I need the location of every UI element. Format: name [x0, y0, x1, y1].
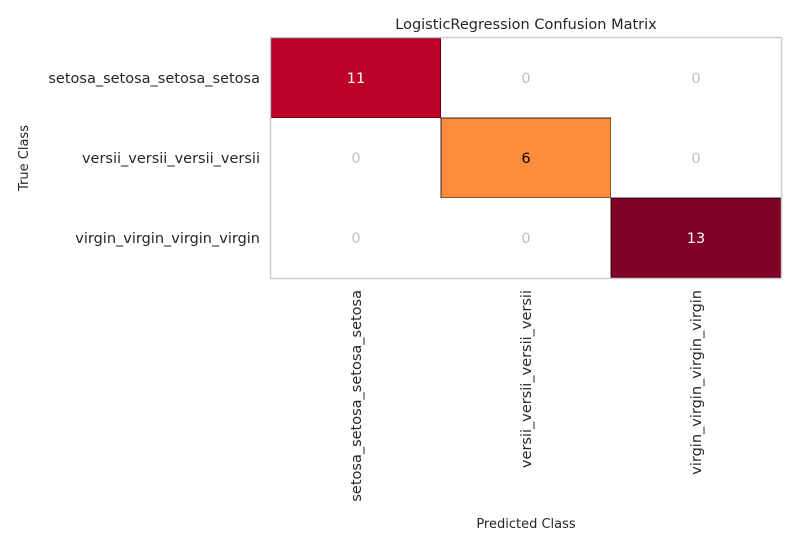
x-tick-label: versii_versii_versii_versii — [519, 290, 535, 468]
matrix-cell — [441, 198, 611, 278]
cell-value-label: 0 — [521, 231, 530, 247]
matrix-cell — [271, 118, 441, 198]
matrix-cell — [270, 37, 442, 119]
y-tick-label: virgin_virgin_virgin_virgin — [75, 231, 260, 247]
y-axis-label: True Class — [17, 125, 32, 192]
matrix-cell — [271, 198, 441, 278]
x-axis-label: Predicted Class — [476, 517, 576, 532]
cell-value-label: 0 — [691, 151, 700, 167]
x-tick-label: setosa_setosa_setosa_setosa — [349, 290, 365, 502]
matrix-cell — [441, 38, 611, 118]
cell-value-label: 0 — [351, 231, 360, 247]
cell-value-label: 11 — [347, 71, 365, 87]
matrix-cell — [610, 197, 782, 279]
cell-value-label: 13 — [687, 231, 705, 247]
y-tick-label: versii_versii_versii_versii — [82, 151, 260, 167]
plot-frame — [269, 36, 783, 280]
matrix-cells: 11 0 0 0 6 0 0 0 13 — [270, 37, 782, 279]
x-tick-label: virgin_virgin_virgin_virgin — [689, 290, 705, 475]
cell-value-label: 0 — [691, 71, 700, 87]
cell-value-label: 0 — [351, 151, 360, 167]
y-tick-labels: setosa_setosa_setosa_setosa versii_versii… — [48, 71, 260, 247]
y-tick-label: setosa_setosa_setosa_setosa — [48, 71, 260, 87]
cell-value-label: 6 — [521, 151, 530, 167]
chart-title: LogisticRegression Confusion Matrix — [395, 17, 657, 33]
cell-value-label: 0 — [521, 71, 530, 87]
x-tick-labels: setosa_setosa_setosa_setosa versii_versii… — [349, 290, 705, 502]
matrix-cell — [611, 38, 781, 118]
matrix-cell — [611, 118, 781, 198]
